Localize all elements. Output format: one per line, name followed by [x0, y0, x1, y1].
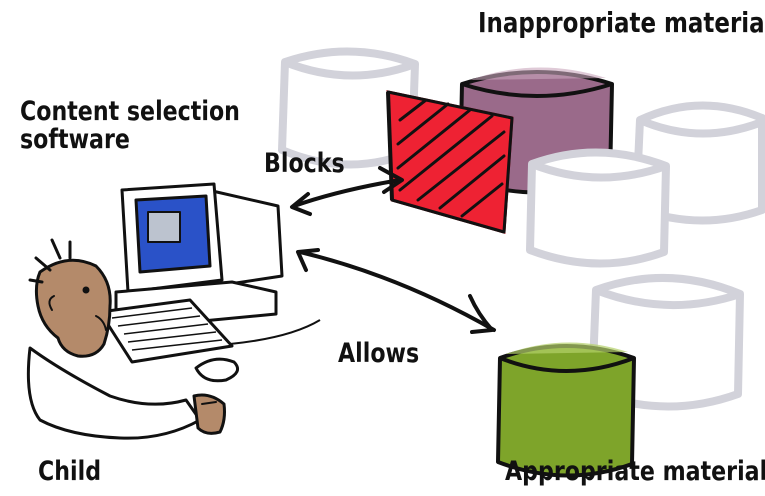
allows-arrow-icon	[296, 248, 496, 334]
appropriate-material-label: Appropriate material	[505, 456, 765, 487]
child-label: Child	[38, 456, 102, 487]
blocks-arrow-icon	[290, 166, 404, 216]
content-selection-software-label: Content selection software	[20, 96, 240, 156]
blocking-filter-icon	[386, 90, 514, 234]
content-selection-line1: Content selection	[20, 96, 240, 127]
desktop-computer-icon	[98, 182, 321, 383]
appropriate-material-database-icon	[496, 342, 636, 478]
inappropriate-material-label: Inappropriate material	[478, 6, 765, 39]
database-cylinder-icon	[526, 148, 670, 268]
allows-label: Allows	[338, 338, 420, 369]
content-selection-line2: software	[20, 124, 130, 156]
blocks-label: Blocks	[264, 148, 345, 179]
child-figure-icon	[26, 238, 226, 440]
